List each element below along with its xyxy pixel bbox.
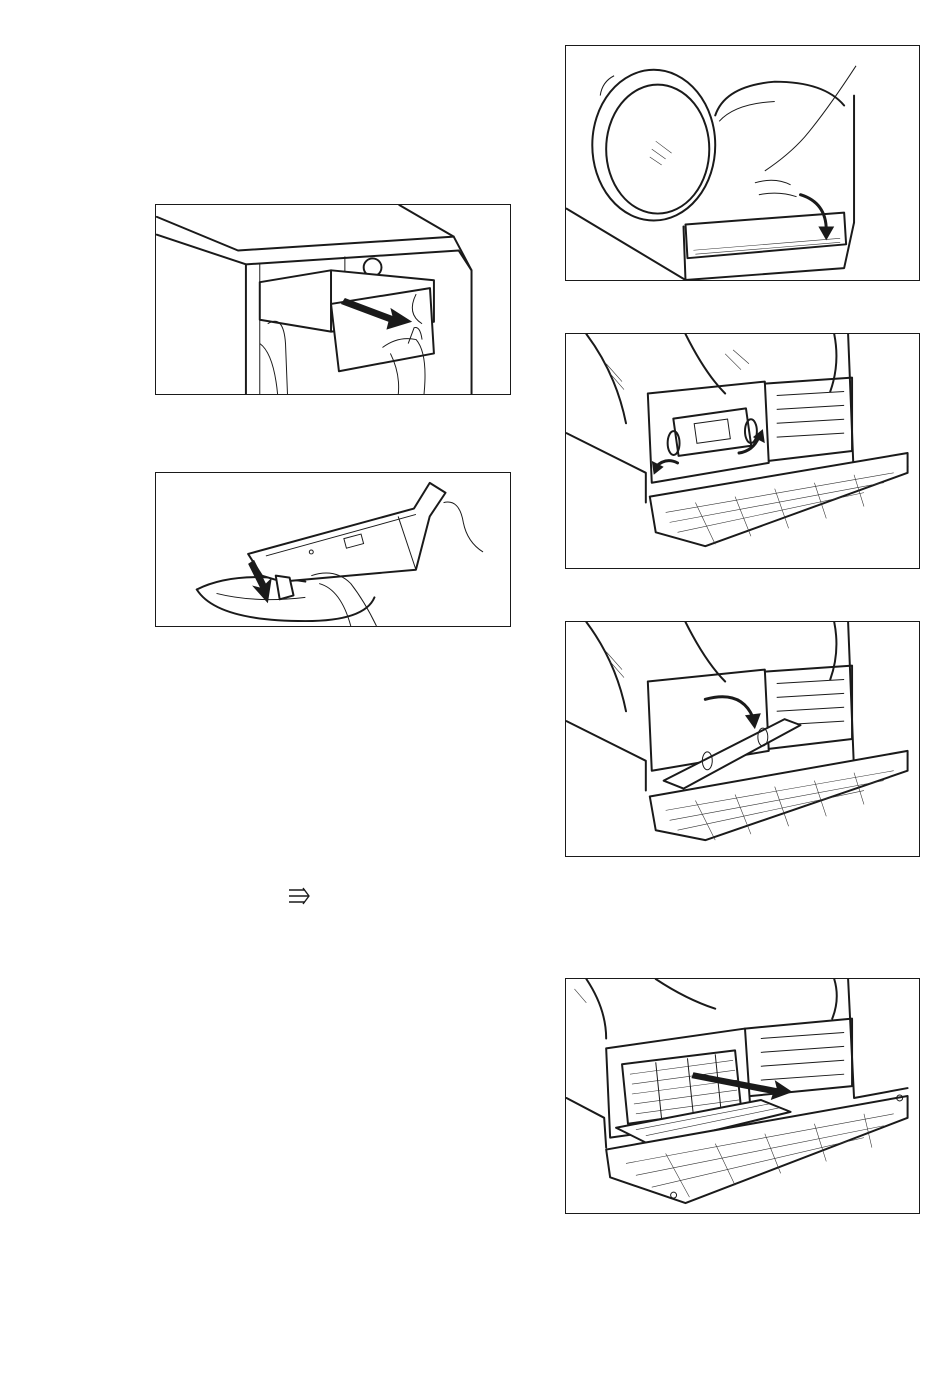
airflow-icon bbox=[287, 886, 313, 906]
door-open-icon bbox=[566, 46, 919, 280]
figure-pull-out-condenser bbox=[565, 978, 920, 1214]
unlock-levers-icon bbox=[566, 334, 919, 568]
pour-water-icon bbox=[156, 473, 510, 626]
figure-open-door bbox=[565, 45, 920, 281]
figure-empty-water-container bbox=[155, 472, 511, 627]
condenser-pull-icon bbox=[566, 979, 919, 1213]
flap-open-icon bbox=[566, 622, 919, 856]
drawer-pull-icon bbox=[156, 205, 510, 394]
figure-unlock-condenser-cover bbox=[565, 333, 920, 569]
figure-open-condenser-cover bbox=[565, 621, 920, 857]
figure-remove-water-container bbox=[155, 204, 511, 395]
